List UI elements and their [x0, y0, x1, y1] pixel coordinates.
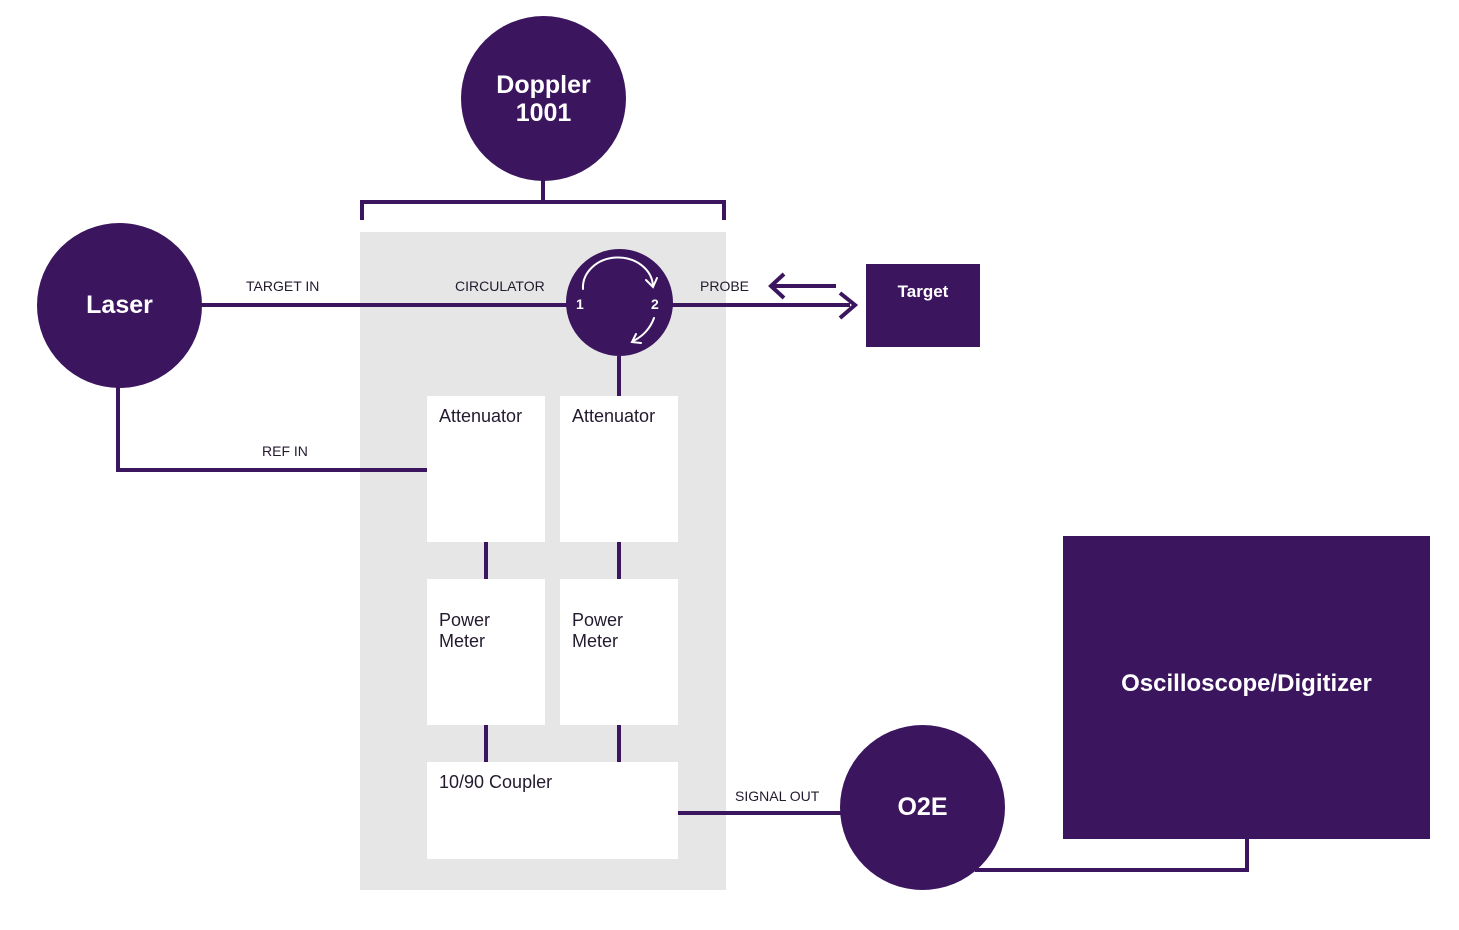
power-meter-left[interactable]: Power Meter [427, 579, 545, 725]
circulator-port-1: 1 [576, 296, 584, 312]
coupler-label: 10/90 Coupler [439, 772, 553, 792]
ref-in-label: REF IN [262, 443, 308, 459]
signal-out-label: SIGNAL OUT [735, 788, 820, 804]
circulator-port-2: 2 [651, 296, 659, 312]
attenuator-right-label: Attenuator [572, 406, 656, 426]
circulator-label: CIRCULATOR [455, 278, 545, 294]
o2e-node[interactable]: O2E [840, 725, 1005, 890]
ref-in-line [116, 386, 428, 472]
attenuator-left[interactable]: Attenuator [427, 396, 545, 542]
probe-out-arrowhead [838, 291, 859, 320]
o2e-to-oscilloscope-line [975, 836, 1249, 872]
target-in-label: TARGET IN [246, 278, 320, 294]
coupler-10-90[interactable]: 10/90 Coupler [427, 762, 678, 859]
power-meter-left-label: Power Meter [439, 610, 491, 651]
doppler-label-line2: 1001 [515, 98, 572, 127]
probe-label: PROBE [700, 278, 750, 294]
doppler-bracket [360, 200, 726, 220]
oscilloscope-label: Oscilloscope/Digitizer [1121, 669, 1372, 697]
power-meter-right-label: Power Meter [572, 610, 624, 651]
laser-node[interactable]: Laser [37, 223, 202, 388]
target-label: Target [897, 282, 949, 301]
probe-return-arrowhead [768, 272, 786, 300]
attenuator-left-label: Attenuator [439, 406, 523, 426]
o2e-label: O2E [897, 793, 948, 821]
oscilloscope-digitizer-node[interactable]: Oscilloscope/Digitizer [1063, 536, 1430, 839]
laser-label: Laser [86, 291, 153, 319]
power-meter-right[interactable]: Power Meter [560, 579, 678, 725]
attenuator-right[interactable]: Attenuator [560, 396, 678, 542]
doppler-label-line1: Doppler [496, 70, 591, 99]
target-node[interactable]: Target [866, 264, 980, 347]
doppler-1001-node[interactable]: Doppler 1001 [461, 16, 626, 181]
